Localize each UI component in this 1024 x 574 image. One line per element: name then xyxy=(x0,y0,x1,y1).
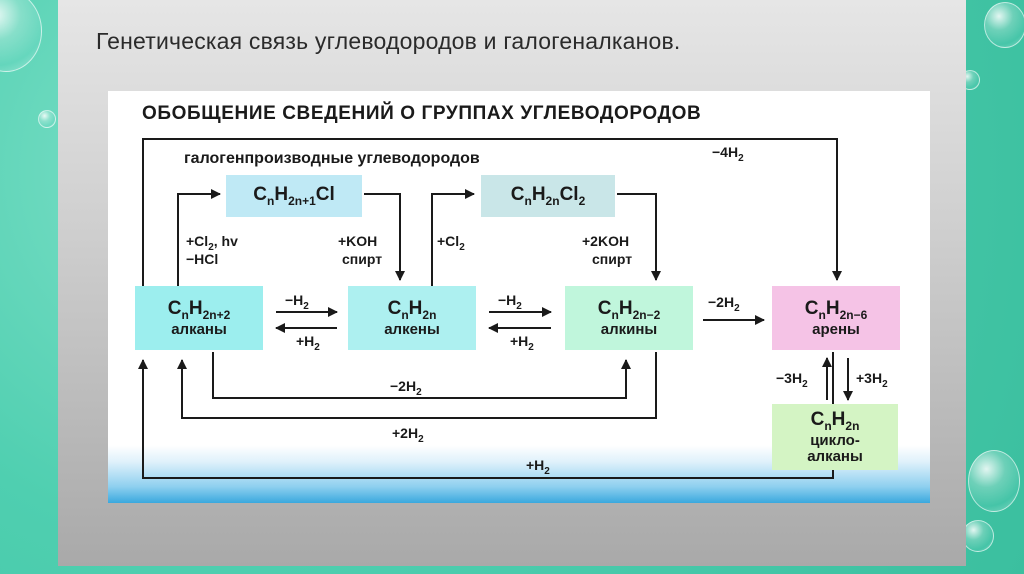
label-minus-2h2-alkynes-arenes: −2H2 xyxy=(708,294,740,314)
bubble-decoration xyxy=(968,450,1020,512)
slide-title: Генетическая связь углеводородов и галог… xyxy=(96,28,681,54)
label-plus-2koh: +2KOH xyxy=(582,233,630,249)
alkenes-box: CnH2n алкены xyxy=(348,286,476,350)
label-minus-2h2-loop: −2H2 xyxy=(390,378,422,398)
label-spirt-1: спирт xyxy=(342,251,383,267)
arenes-name: арены xyxy=(812,320,860,338)
label-plus-h2-alkynes-alkenes: +H2 xyxy=(510,333,534,353)
cycloalkanes-formula: CnH2n xyxy=(810,409,860,433)
diagram-title: ОБОБЩЕНИЕ СВЕДЕНИЙ О ГРУППАХ УГЛЕВОДОРОД… xyxy=(142,103,702,124)
bubble-decoration xyxy=(962,520,994,552)
arrow-alkanes-to-arenes-top xyxy=(142,138,842,286)
cycloalkanes-name-line1: цикло- xyxy=(810,431,860,449)
chloroalkane-formula: CnH2n+1Cl xyxy=(253,184,335,208)
alkanes-formula: CnH2n+2 xyxy=(167,298,231,322)
chloroalkane-box: CnH2n+1Cl xyxy=(226,175,362,217)
alkenes-formula: CnH2n xyxy=(387,298,437,322)
halogen-derivatives-label: галогенпроизводные углеводородов xyxy=(184,150,480,167)
alkynes-box: CnH2n−2 алкины xyxy=(565,286,693,350)
bubble-decoration xyxy=(0,0,42,72)
arenes-box: CnH2n−6 арены xyxy=(772,286,900,350)
label-plus-3h2: +3H2 xyxy=(856,370,888,390)
dichloroalkane-formula: CnH2nCl2 xyxy=(510,184,586,208)
arrow-alkanes-to-alkynes-loop xyxy=(212,352,631,399)
label-minus-h2-alkanes-alkenes: −H2 xyxy=(285,292,309,312)
label-plus-2h2-loop: +2H2 xyxy=(392,425,424,445)
arrow-alkenes-to-dichloro xyxy=(431,189,475,286)
arrow-alkynes-to-alkanes-loop xyxy=(177,352,657,419)
label-minus-4h2: −4H2 xyxy=(712,144,744,164)
alkanes-box: CnH2n+2 алканы xyxy=(135,286,263,350)
label-plus-koh: +KOH xyxy=(338,233,378,249)
label-minus-hcl: −HCl xyxy=(186,251,219,267)
label-minus-3h2: −3H2 xyxy=(776,370,808,390)
arenes-formula: CnH2n−6 xyxy=(804,298,868,322)
label-plus-h2-alkenes-alkanes: +H2 xyxy=(296,333,320,353)
arrow-chloroalkane-to-alkenes xyxy=(364,193,405,281)
label-minus-h2-alkenes-alkynes: −H2 xyxy=(498,292,522,312)
label-plus-h2-bottom: +H2 xyxy=(526,457,550,477)
arrow-arenes-to-alkanes-bottom xyxy=(138,352,834,479)
alkynes-name: алкины xyxy=(600,320,658,338)
cycloalkanes-box: CnH2n цикло- алканы xyxy=(772,404,898,470)
bubble-decoration xyxy=(38,110,56,128)
label-plus-cl2: +Cl2 xyxy=(437,233,465,253)
arrow-dichloro-to-alkynes xyxy=(617,193,661,281)
label-plus-cl2-hv: +Cl2, hv xyxy=(186,233,238,253)
cycloalkanes-name-line2: алканы xyxy=(807,447,863,465)
bubble-decoration xyxy=(984,2,1024,48)
label-spirt-2: спирт xyxy=(592,251,633,267)
dichloroalkane-box: CnH2nCl2 xyxy=(481,175,615,217)
alkynes-formula: CnH2n−2 xyxy=(597,298,661,322)
alkanes-name: алканы xyxy=(171,320,227,338)
alkenes-name: алкены xyxy=(384,320,440,338)
arrow-alkanes-to-chloroalkane xyxy=(177,189,221,286)
